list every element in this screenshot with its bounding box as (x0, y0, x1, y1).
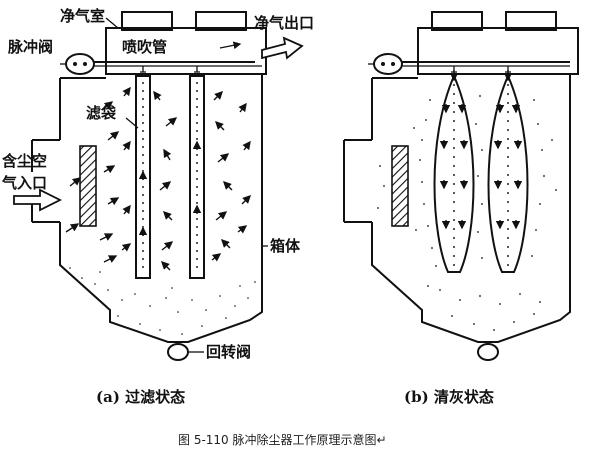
inflated-bag-2 (487, 73, 529, 273)
label-clean-air-outlet: 净气出口 (254, 14, 314, 32)
right-housing-outline (371, 73, 571, 343)
label-clean-air-chamber: 净气室 (60, 7, 105, 25)
dust-cloud (377, 95, 557, 331)
label-rotary-valve: 回转阀 (206, 343, 251, 361)
inlet-duct (31, 139, 60, 223)
label-filter-bag: 滤袋 (86, 104, 117, 122)
right-baffle-plate (391, 145, 409, 227)
right-diagram: (b) 清灰状态 (343, 11, 579, 406)
label-dusty-inlet-1: 含尘空 (2, 152, 47, 170)
rotary-valve-icon (167, 343, 189, 361)
right-pulse-valve-icon (373, 53, 403, 75)
caption-filtering-state: (a) 过滤状态 (96, 388, 185, 406)
label-housing: 箱体 (270, 237, 301, 255)
caption-cleaning-state: (b) 清灰状态 (404, 388, 494, 406)
baffle-plate (79, 145, 97, 227)
filter-bag-2 (189, 75, 205, 279)
pulse-arrows (439, 70, 523, 230)
pulse-valve-icon (65, 53, 95, 75)
label-dusty-inlet-2: 气入口 (1, 174, 47, 192)
filter-bag-leader (125, 117, 139, 129)
right-top-hump-left (431, 11, 483, 31)
right-clean-air-chamber-box (417, 27, 579, 75)
label-blow-pipe: 喷吹管 (122, 38, 167, 56)
filter-bag-1 (135, 75, 151, 279)
top-hump-left (121, 11, 173, 31)
top-hump-right (195, 11, 247, 31)
housing-outline (59, 73, 263, 343)
right-inlet-duct (343, 139, 372, 223)
inflated-bag-1 (433, 73, 475, 273)
figure-caption: 图 5-110 脉冲除尘器工作原理示意图↵ (178, 432, 387, 447)
label-pulse-valve: 脉冲阀 (7, 38, 53, 56)
nozzle-2 (194, 66, 200, 73)
nozzle-1 (140, 66, 146, 73)
right-rotary-valve-icon (477, 343, 499, 361)
filter-flow-arrows (65, 86, 251, 271)
clean-air-outlet-arrow (261, 36, 304, 60)
left-diagram: 净气室 脉冲阀 喷吹管 净气出口 滤袋 含尘空 气入口 箱体 回转阀 (a) 过… (1, 7, 314, 406)
hopper-dust (69, 267, 256, 335)
dusty-inlet-arrow (13, 188, 63, 212)
right-top-hump-right (505, 11, 557, 31)
